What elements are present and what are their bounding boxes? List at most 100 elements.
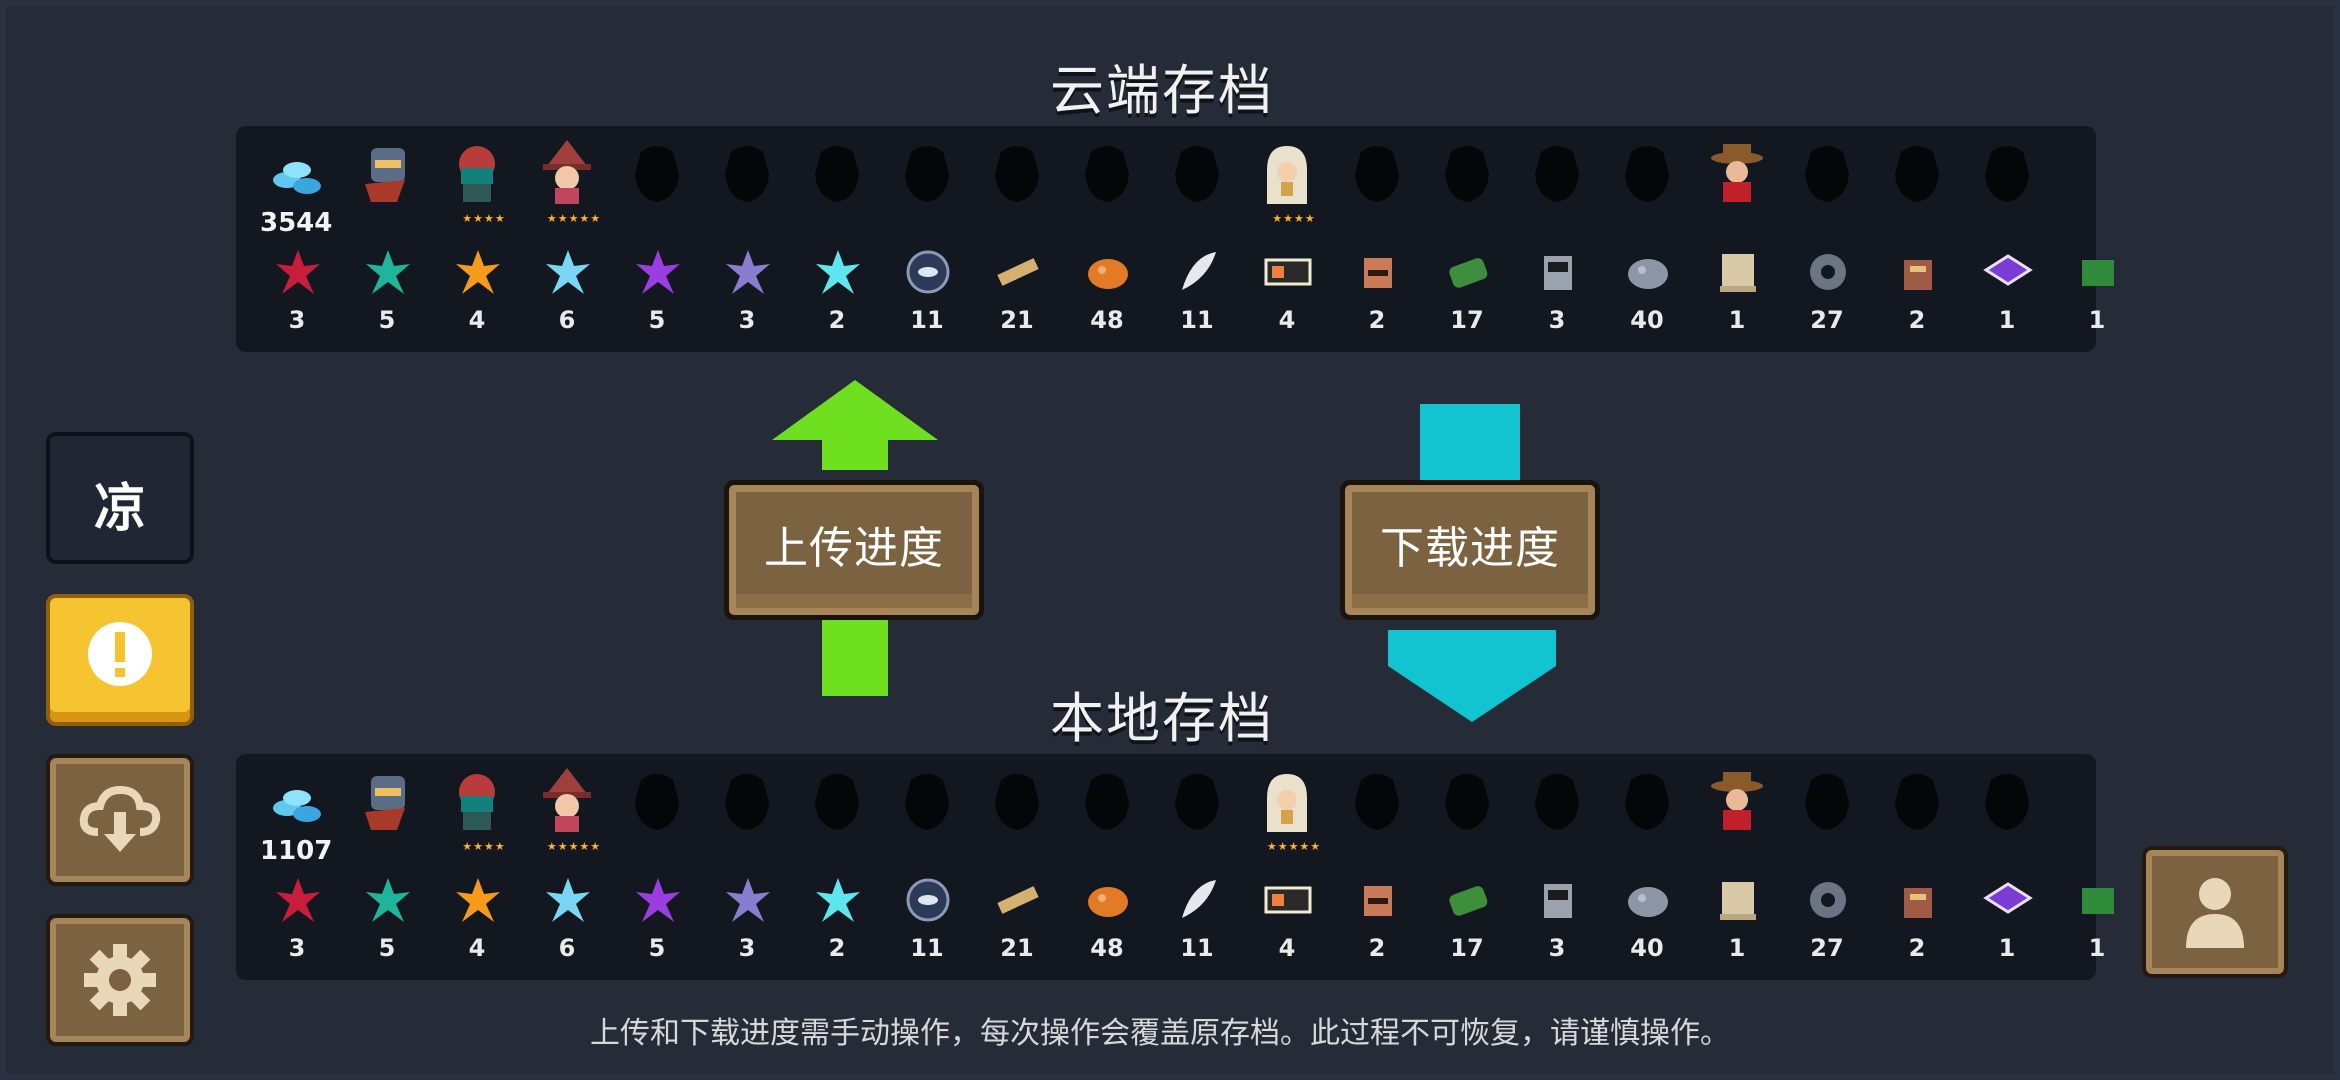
character-slot	[1782, 758, 1872, 868]
cowboy-character-icon	[1711, 772, 1763, 830]
material-slot: 5	[612, 248, 702, 348]
locked-character-icon	[635, 146, 679, 202]
character-slot	[1602, 758, 1692, 868]
radio-icon	[1904, 260, 1932, 290]
locked-character-icon	[1625, 774, 1669, 830]
download-progress-button[interactable]: 下载进度	[1340, 480, 1600, 620]
copper-ore-icon	[1088, 887, 1128, 917]
material-slot: 2	[792, 876, 882, 976]
feather-icon	[1182, 880, 1216, 918]
radio-icon	[1904, 888, 1932, 918]
violet-crystal-icon	[726, 250, 770, 294]
character-slot: ★★★★★	[522, 758, 612, 868]
character-slot	[1872, 130, 1962, 240]
locked-character-icon	[905, 146, 949, 202]
material-slot: 2	[1872, 248, 1962, 348]
material-slot: 48	[1062, 248, 1152, 348]
character-slot: ★★★★	[432, 758, 522, 868]
gem-cell: 1107	[252, 758, 342, 868]
material-count: 11	[1180, 306, 1214, 334]
alert-button[interactable]	[46, 594, 194, 726]
iron-ore-icon	[1628, 887, 1668, 917]
locked-character-icon	[905, 774, 949, 830]
material-slot: 1	[1962, 876, 2052, 976]
material-slot: 6	[522, 248, 612, 348]
character-slot	[702, 758, 792, 868]
material-count: 2	[828, 934, 846, 962]
material-count: 3	[738, 934, 756, 962]
green-crystal-icon	[366, 250, 410, 294]
material-count: 5	[378, 306, 396, 334]
material-count: 21	[1000, 306, 1034, 334]
character-slot	[1062, 758, 1152, 868]
material-count: 3	[288, 306, 306, 334]
character-stars: ★★★★★	[1266, 840, 1322, 853]
orange-crystal-icon	[456, 878, 500, 922]
material-count: 1	[2088, 934, 2106, 962]
fish-orb-icon	[906, 250, 950, 294]
material-slot: 4	[432, 248, 522, 348]
purple-crystal-icon	[636, 878, 680, 922]
character-slot	[1062, 130, 1152, 240]
material-count: 11	[910, 306, 944, 334]
character-slot	[1962, 130, 2052, 240]
material-slot: 48	[1062, 876, 1152, 976]
knight-helmet-character-icon	[365, 776, 405, 830]
green-block-icon	[2082, 260, 2114, 286]
gem-icon	[273, 162, 321, 194]
character-slot: ★★★★	[432, 130, 522, 240]
material-count: 1	[1998, 306, 2016, 334]
locked-character-icon	[1085, 146, 1129, 202]
character-slot: ★★★★★	[522, 130, 612, 240]
material-slot: 2	[1872, 876, 1962, 976]
material-count: 11	[1180, 934, 1214, 962]
material-slot: 4	[1242, 248, 1332, 348]
green-crystal-icon	[366, 878, 410, 922]
material-count: 21	[1000, 934, 1034, 962]
character-slot	[1872, 758, 1962, 868]
upload-progress-button[interactable]: 上传进度	[724, 480, 984, 620]
gem-cell: 3544	[252, 130, 342, 240]
locked-character-icon	[1985, 146, 2029, 202]
material-count: 1	[1728, 306, 1746, 334]
locked-character-icon	[815, 774, 859, 830]
settings-button[interactable]	[46, 914, 194, 1046]
locked-character-icon	[1085, 774, 1129, 830]
material-count: 48	[1090, 306, 1124, 334]
material-slot: 2	[1332, 876, 1422, 976]
character-slot	[342, 758, 432, 868]
profile-button[interactable]	[2142, 846, 2288, 978]
character-stars: ★★★★★	[546, 840, 602, 853]
material-slot: 11	[1152, 876, 1242, 976]
material-slot: 17	[1422, 876, 1512, 976]
priest-character-icon	[1267, 146, 1307, 204]
exclamation-icon	[88, 622, 152, 686]
material-slot: 40	[1602, 248, 1692, 348]
scroll-icon	[1720, 254, 1756, 292]
box-face-icon	[1364, 258, 1392, 288]
locked-character-icon	[1625, 146, 1669, 202]
character-slot	[1692, 130, 1782, 240]
locked-character-icon	[1895, 146, 1939, 202]
material-count: 6	[558, 306, 576, 334]
material-count: 40	[1630, 306, 1664, 334]
warning-notice: 上传和下载进度需手动操作，每次操作会覆盖原存档。此过程不可恢复，请谨慎操作。	[590, 1016, 1730, 1051]
material-count: 2	[1368, 306, 1386, 334]
material-slot: 4	[432, 876, 522, 976]
red-crystal-icon	[276, 250, 320, 294]
material-slot: 40	[1602, 876, 1692, 976]
character-stars: ★★★★	[1272, 212, 1316, 225]
account-button[interactable]: 凉	[46, 432, 194, 564]
material-count: 2	[828, 306, 846, 334]
cloud-download-button[interactable]	[46, 754, 194, 886]
cloud-download-icon	[79, 785, 161, 852]
download-arrow-icon	[1388, 404, 1556, 722]
material-count: 2	[1368, 934, 1386, 962]
material-count: 4	[1278, 306, 1296, 334]
purple-crystal-icon	[636, 250, 680, 294]
gear-icon	[84, 944, 156, 1016]
material-slot: 17	[1422, 248, 1512, 348]
locked-character-icon	[1355, 774, 1399, 830]
material-slot: 1	[1692, 876, 1782, 976]
gear-icon	[1810, 882, 1846, 918]
